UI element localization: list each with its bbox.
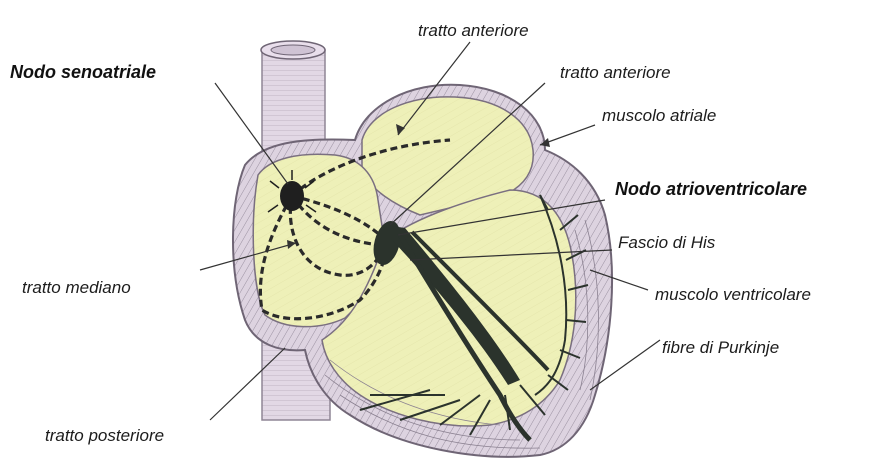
label-tratto-anteriore: tratto anteriore (560, 63, 671, 82)
sinoatrial-node (280, 181, 304, 211)
label-fascio-di-his: Fascio di His (618, 233, 716, 252)
label-muscolo-ventricolare: muscolo ventricolare (655, 285, 811, 304)
label-tratto-anteriore-top: tratto anteriore (418, 21, 529, 40)
label-fibre-di-purkinje: fibre di Purkinje (662, 338, 779, 357)
label-nodo-senoatriale: Nodo senoatriale (10, 62, 156, 82)
label-tratto-posteriore: tratto posteriore (45, 426, 164, 445)
label-nodo-atrioventricolare: Nodo atrioventricolare (615, 179, 807, 199)
label-tratto-mediano: tratto mediano (22, 278, 131, 297)
label-muscolo-atriale: muscolo atriale (602, 106, 716, 125)
